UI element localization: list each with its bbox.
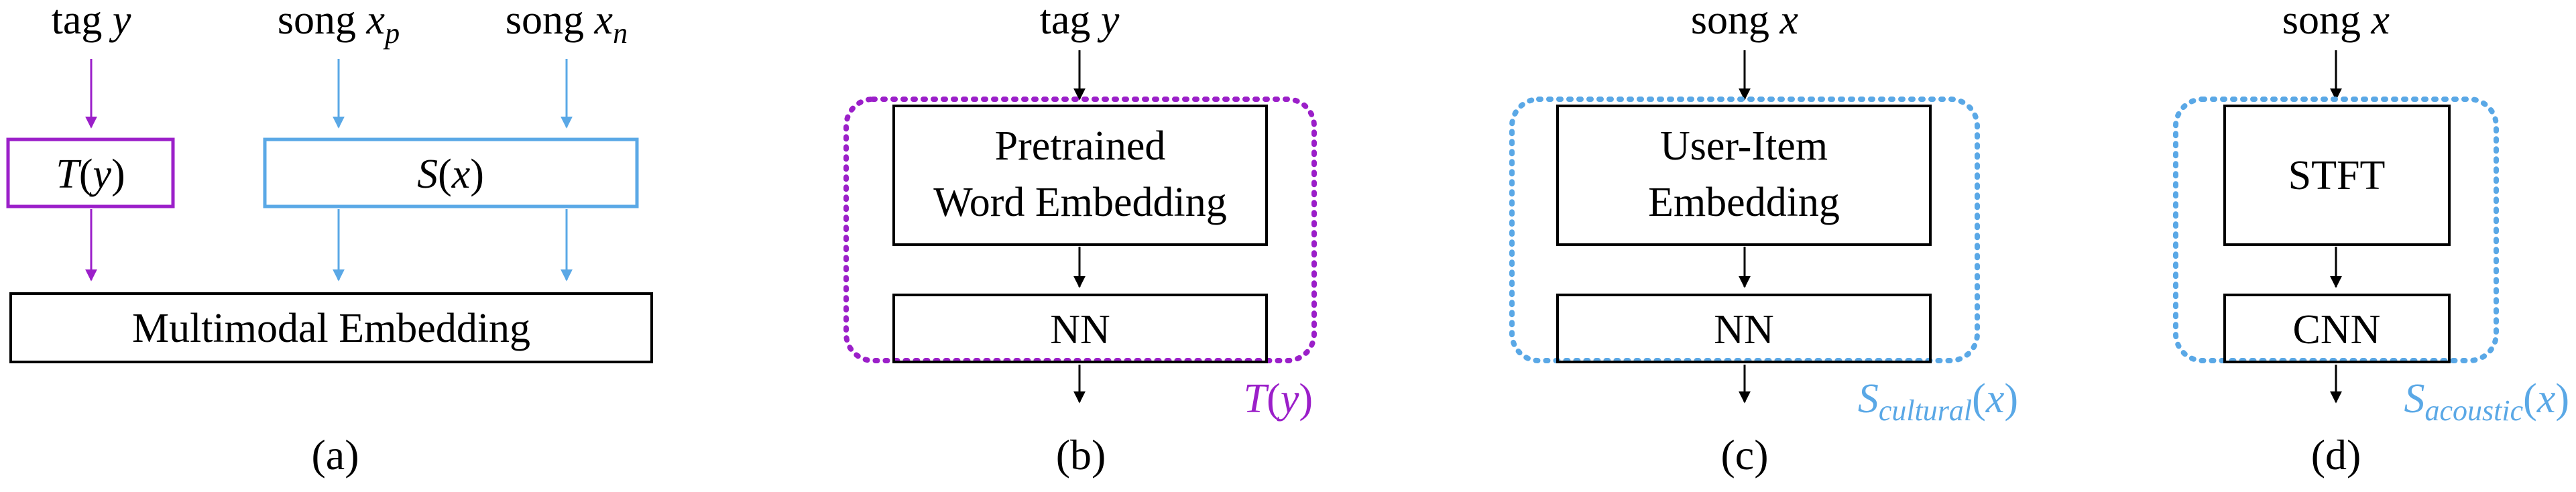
caption-b: (b)	[1056, 431, 1106, 479]
b-box1-line1: Pretrained	[995, 123, 1166, 169]
d-cnn-label: CNN	[2293, 307, 2381, 353]
d-cnn-box	[2223, 294, 2451, 363]
s-x-box-label: S(x)	[417, 151, 484, 197]
song-xp-label: song xp	[278, 0, 400, 50]
b-nn-label: NN	[1050, 307, 1110, 353]
c-function-label: Scultural(x)	[1858, 376, 2018, 427]
d-stft-box	[2223, 105, 2451, 246]
c-box1-line1: User-Item	[1660, 123, 1828, 169]
c-input-label: song x	[1691, 0, 1799, 43]
b-function-label: T(y)	[1244, 376, 1313, 422]
caption-c: (c)	[1720, 431, 1768, 479]
multimodal-embedding-label: Multimodal Embedding	[132, 306, 530, 351]
tag-y-label: tag y	[52, 0, 131, 43]
panel-b: tag y Pretrained Word Embedding NN T(y) …	[843, 0, 1317, 479]
caption-d: (d)	[2311, 431, 2361, 479]
b-word-embedding-box	[892, 105, 1268, 246]
b-box1-line2: Word Embedding	[933, 180, 1227, 225]
panel-d: song x STFT CNN Sacoustic(x) (d)	[2173, 0, 2569, 479]
panel-c: song x User-Item Embedding NN Scultural(…	[1509, 0, 2018, 479]
d-function-label: Sacoustic(x)	[2404, 376, 2569, 427]
c-user-item-embedding-box	[1556, 105, 1932, 246]
c-box1-line2: Embedding	[1648, 180, 1840, 225]
song-xn-label: song xn	[506, 0, 628, 50]
caption-a: (a)	[311, 431, 359, 479]
s-x-box	[263, 137, 639, 208]
c-nn-label: NN	[1714, 307, 1774, 353]
d-input-label: song x	[2282, 0, 2390, 43]
multimodal-embedding-box	[9, 292, 653, 363]
t-y-box-label: T(y)	[56, 151, 125, 197]
b-input-label: tag y	[1040, 0, 1120, 43]
c-nn-box	[1556, 294, 1932, 363]
d-stft-label: STFT	[2288, 153, 2386, 198]
panel-a: tag y song xp song xn T(y) S(x) Multimod…	[6, 0, 653, 479]
b-nn-box	[892, 294, 1268, 363]
t-y-box	[6, 137, 175, 208]
